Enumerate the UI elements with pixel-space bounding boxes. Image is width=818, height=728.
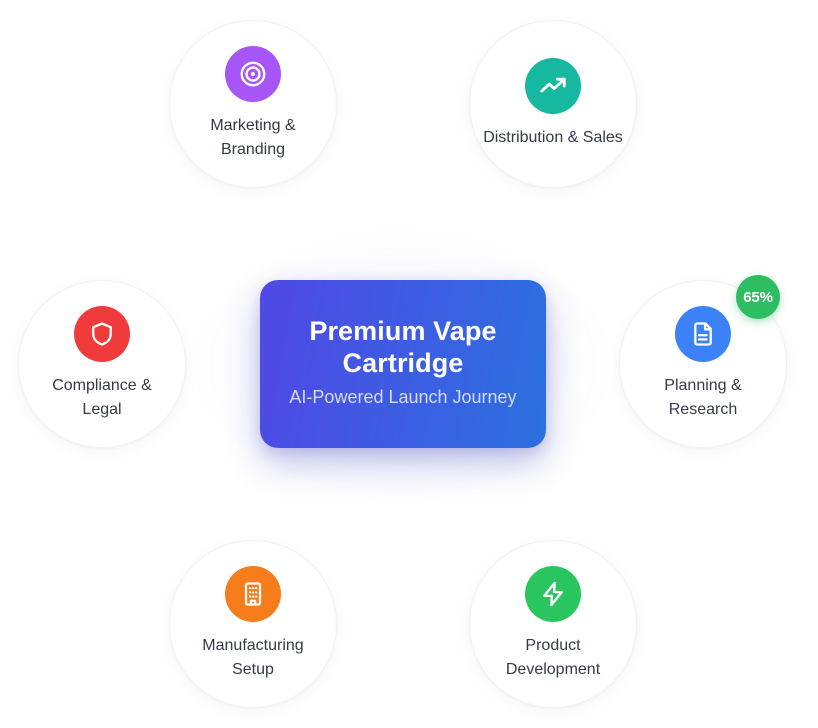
hub-title: Premium Vape Cartridge bbox=[309, 316, 497, 378]
phase-node-compliance-legal[interactable]: Compliance & Legal bbox=[18, 280, 186, 448]
icon-circle bbox=[525, 58, 581, 114]
hub-subtitle: AI-Powered Launch Journey bbox=[289, 387, 517, 408]
progress-badge: 65% bbox=[736, 275, 780, 319]
trending-up-icon bbox=[538, 71, 568, 101]
central-hub-card[interactable]: Premium Vape Cartridge AI-Powered Launch… bbox=[260, 280, 546, 448]
icon-circle bbox=[225, 46, 281, 102]
document-icon bbox=[689, 320, 717, 348]
icon-circle bbox=[74, 306, 130, 362]
icon-circle bbox=[225, 566, 281, 622]
phase-node-planning-research[interactable]: 65% Planning & Research bbox=[619, 275, 787, 448]
shield-icon bbox=[88, 320, 116, 348]
building-icon bbox=[239, 580, 267, 608]
icon-circle bbox=[675, 306, 731, 362]
target-icon bbox=[238, 59, 268, 89]
phase-node-label: Distribution & Sales bbox=[483, 129, 623, 146]
phase-node-manufacturing-setup[interactable]: Manufacturing Setup bbox=[169, 540, 337, 708]
phase-node-label: Planning & Research bbox=[664, 377, 742, 418]
phase-node-marketing-branding[interactable]: Marketing & Branding bbox=[169, 20, 337, 188]
phase-node-label: Compliance & Legal bbox=[52, 377, 152, 418]
phase-node-label: Product Development bbox=[505, 637, 601, 678]
phase-node-product-development[interactable]: Product Development bbox=[469, 540, 637, 708]
phase-node-label: Manufacturing Setup bbox=[202, 637, 304, 678]
lightning-bolt-icon bbox=[539, 580, 567, 608]
phase-node-distribution-sales[interactable]: Distribution & Sales bbox=[469, 20, 637, 188]
phase-node-label: Marketing & Branding bbox=[210, 117, 296, 158]
icon-circle bbox=[525, 566, 581, 622]
